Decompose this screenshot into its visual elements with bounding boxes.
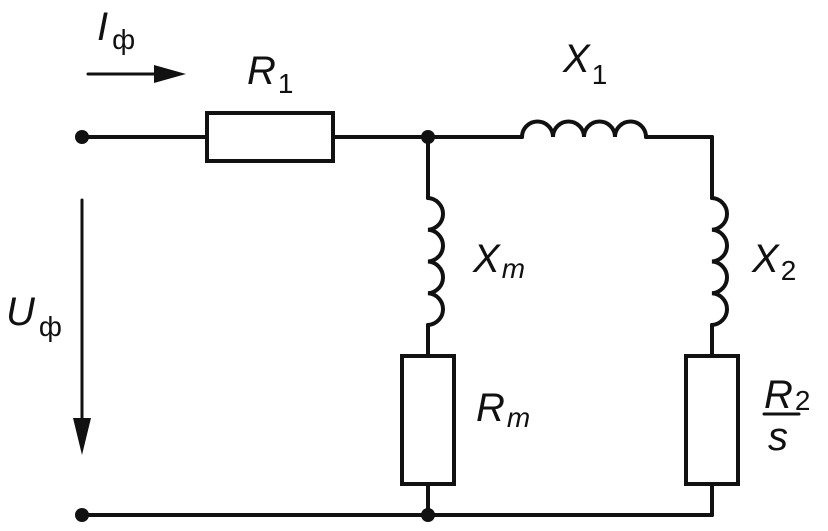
current-arrow-icon [86,65,186,83]
inductor-xm [426,196,445,327]
wires [80,135,714,517]
fraction-numerator: R [764,373,793,417]
voltage-arrow-icon [73,198,91,455]
junction-top [421,130,435,144]
resistor-rm [400,354,456,486]
svg-text:s: s [768,415,788,459]
terminal-top [75,130,89,144]
resistor-r1 [205,111,335,163]
fraction-denominator: s [768,415,788,459]
label-xm: Xm [472,237,525,284]
fraction-sub: 2 [795,385,811,416]
label-x1: X1 [562,37,607,90]
svg-text:R2: R2 [764,373,810,417]
inductor-x1 [520,119,648,139]
label-rm: Rm [476,386,530,433]
inductor-x2 [710,196,729,327]
junction-bottom [421,508,435,522]
label-r1: R1 [247,49,293,99]
resistor-r2s [684,354,740,486]
terminal-bottom [75,508,89,522]
label-x2: X2 [751,237,796,286]
label-r2-over-s: R2 s [762,373,810,459]
